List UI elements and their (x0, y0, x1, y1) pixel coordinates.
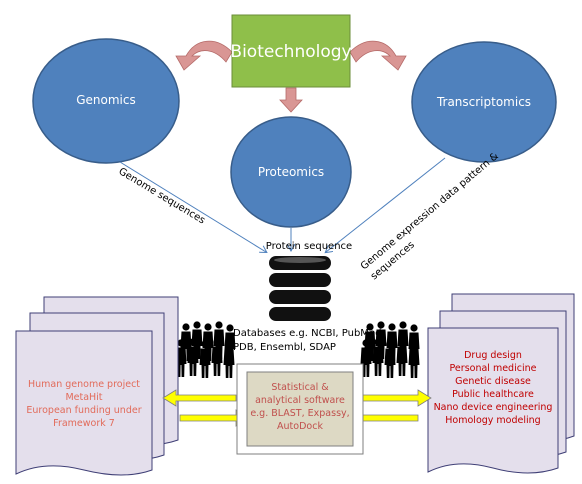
software-box (246, 371, 354, 447)
genomics-to-database-line (119, 161, 266, 252)
software-line-4: AutoDock (277, 421, 323, 432)
right-doc-line-6: Homology modeling (445, 415, 540, 426)
people-group-left-icon (175, 321, 236, 378)
expression-label-line1: Genome expression data pattern & (359, 151, 501, 273)
genomics-label: Genomics (76, 93, 136, 107)
left-doc-line-3: European funding under (26, 405, 141, 416)
curved-arrow-to-transcriptomics (349, 40, 407, 71)
database-icon (269, 256, 331, 321)
genomics-circle (32, 38, 180, 164)
protein-sequence-label: Protein sequence (266, 241, 352, 252)
proteomics-label: Proteomics (258, 165, 324, 179)
databases-line2: PDB, Ensembl, SDAP (233, 342, 336, 353)
right-doc-line-1: Drug design (464, 350, 522, 361)
left-doc-line-1: Human genome project (28, 379, 140, 390)
software-line-2: analytical software (255, 395, 345, 406)
left-doc-line-4: Framework 7 (53, 418, 115, 429)
down-arrow-to-proteomics (279, 87, 303, 113)
transcriptomics-label: Transcriptomics (436, 95, 531, 109)
transcriptomics-to-database-line (326, 157, 446, 252)
right-document-stack (427, 293, 575, 474)
yellow-arrow-right (361, 389, 432, 407)
proteomics-circle (230, 116, 352, 228)
right-doc-line-4: Public healthcare (452, 389, 534, 400)
yellow-arrow-left (162, 389, 237, 407)
left-doc-line-2: MetaHit (65, 392, 102, 403)
software-line-3: e.g. BLAST, Expassy, (250, 408, 349, 419)
curved-arrow-to-genomics (175, 40, 233, 71)
right-doc-line-5: Nano device engineering (434, 402, 553, 413)
transcriptomics-circle (411, 41, 557, 163)
left-document-stack (15, 296, 179, 476)
software-line-1: Statistical & (271, 382, 329, 393)
right-doc-line-2: Personal medicine (450, 363, 537, 374)
biotechnology-box (231, 14, 351, 88)
databases-line1: Databases e.g. NCBI, PubMed (233, 328, 381, 339)
genome-sequences-label: Genome sequences (116, 166, 206, 226)
people-group-right-icon (360, 321, 420, 378)
right-doc-line-3: Genetic disease (455, 376, 531, 387)
biotechnology-label: Biotechnology (230, 42, 351, 62)
